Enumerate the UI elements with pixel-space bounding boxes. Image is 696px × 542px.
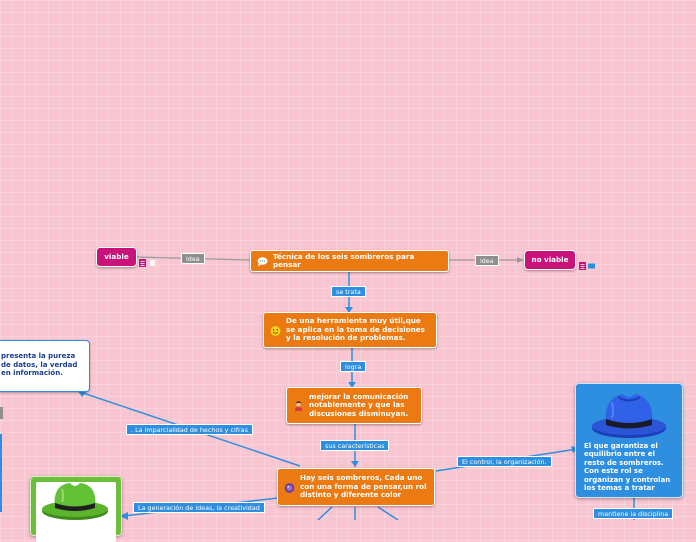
- communication-node[interactable]: mejorar la comunicación notablemente y q…: [286, 387, 422, 424]
- label-se-trata[interactable]: se trata: [331, 286, 366, 297]
- central-topic-text: Técnica de los seis sombreros para pensa…: [273, 251, 415, 269]
- six-hats-node[interactable]: Hay seis sombreros, Cada uno con una for…: [277, 468, 435, 506]
- note-icon[interactable]: [579, 256, 597, 275]
- tool-definition-node[interactable]: De una herramienta muy útil,que se aplic…: [263, 312, 437, 348]
- central-topic[interactable]: Técnica de los seis sombreros para pensa…: [250, 250, 449, 272]
- white-hat-card[interactable]: presenta la pureza de datos, la verdad e…: [0, 340, 90, 392]
- person-icon: [293, 400, 304, 412]
- label-caracteristicas[interactable]: sus características: [320, 440, 390, 451]
- smiley-icon: [270, 325, 281, 336]
- tool-definition-text: De una herramienta muy útil,que se aplic…: [286, 316, 425, 343]
- label-idea-left[interactable]: idea: [181, 253, 205, 264]
- label-generacion[interactable]: La generación de ideas, la creatividad: [133, 502, 265, 513]
- white-hat-text: presenta la pureza de datos, la verdad e…: [1, 352, 78, 378]
- speech-bubble-icon: [257, 256, 268, 267]
- green-hat-icon: [40, 481, 110, 525]
- communication-text: mejorar la comunicación notablemente y q…: [309, 391, 409, 418]
- viable-node[interactable]: viable: [96, 247, 137, 267]
- not-viable-node[interactable]: no viable: [524, 250, 576, 270]
- label-imparcialidad[interactable]: . La imparcialidad de hechos y cifras: [126, 424, 253, 435]
- label-logra[interactable]: logra: [340, 361, 367, 372]
- blue-hat-card[interactable]: El que garantiza el equilibrio entre el …: [575, 383, 683, 498]
- blue-hat-icon: [590, 388, 668, 444]
- blue-hat-text: El que garantiza el equilibrio entre el …: [584, 442, 671, 493]
- purple-orb-icon: [284, 482, 295, 493]
- viable-text: viable: [104, 251, 129, 261]
- label-idea-right[interactable]: idea: [475, 255, 499, 266]
- not-viable-text: no viable: [531, 254, 569, 264]
- note-icon[interactable]: [139, 253, 157, 272]
- label-control[interactable]: El control, la organización.: [457, 456, 552, 467]
- label-disciplina[interactable]: mantiene la disciplina: [593, 508, 674, 519]
- six-hats-text: Hay seis sombreros, Cada uno con una for…: [300, 473, 427, 500]
